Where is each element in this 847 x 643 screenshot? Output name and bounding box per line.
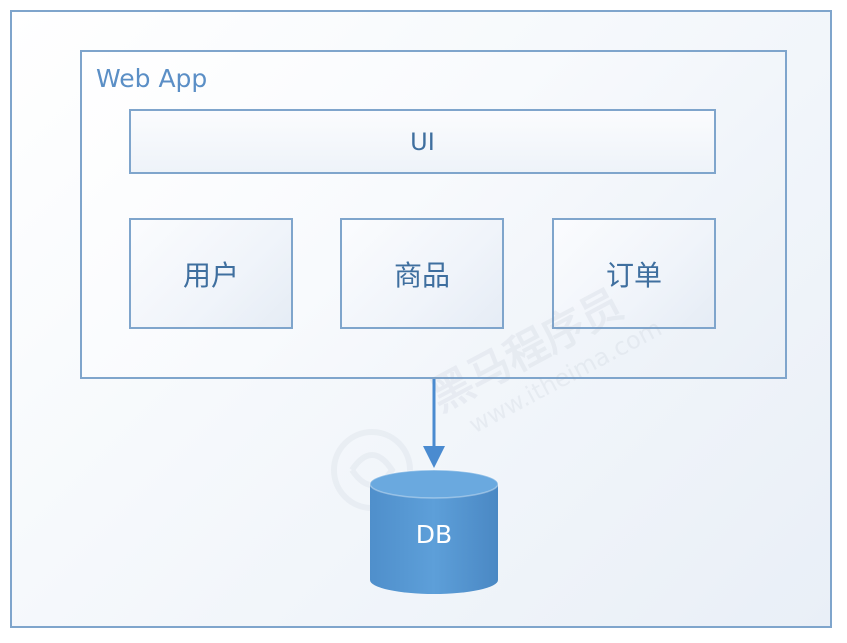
web-app-label: Web App xyxy=(96,64,208,93)
web-app-container xyxy=(80,50,787,379)
module-label-user: 用户 xyxy=(182,258,239,292)
database-cylinder-icon xyxy=(369,469,499,594)
database-label: DB xyxy=(415,520,453,549)
ui-layer-box: UI xyxy=(129,109,716,174)
database-node: DB xyxy=(369,468,499,598)
module-box-product: 商品 xyxy=(340,218,504,329)
module-label-product: 商品 xyxy=(393,258,450,292)
module-label-order: 订单 xyxy=(605,258,662,292)
module-box-order: 订单 xyxy=(552,218,716,329)
ui-layer-label: UI xyxy=(410,127,435,156)
module-box-user: 用户 xyxy=(129,218,293,329)
